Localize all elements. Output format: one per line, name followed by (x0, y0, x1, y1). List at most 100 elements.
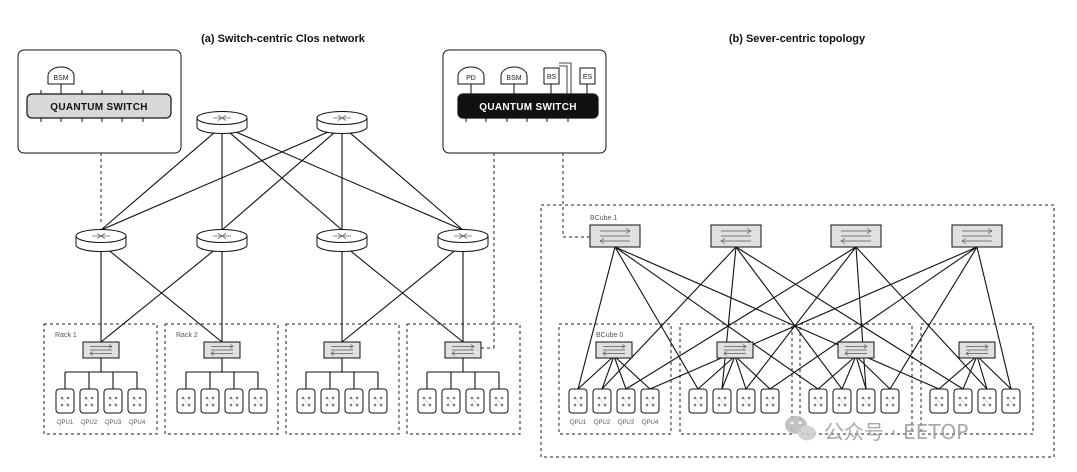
rack-3 (285, 323, 400, 435)
qpu-label: QPU1 (570, 420, 587, 426)
qpu-4 (127, 388, 147, 414)
qpu-label: QPU4 (129, 420, 146, 426)
bcube1-switch-1 (589, 224, 641, 248)
qpu-2 (832, 388, 852, 414)
qpu-4 (248, 388, 268, 414)
quantum-switch-label: QUANTUM SWITCH (50, 102, 148, 113)
tor-switch-3 (323, 341, 361, 359)
quantum-switch-callout-right: PD BSM BS ES QUANTUM SWITCH (442, 49, 607, 154)
qpu-1 (808, 388, 828, 414)
qpu-2 (441, 388, 461, 414)
clos-edges (100, 125, 464, 343)
es-module-label: ES (583, 74, 593, 81)
qpu-1 (417, 388, 437, 414)
qpu-label: QPU2 (81, 420, 98, 426)
aggregation-switch-1 (75, 229, 127, 252)
qpu-3 (224, 388, 244, 414)
rack-1-label: Rack 1 (55, 332, 77, 339)
bcube0-group-2-tree (688, 341, 780, 414)
qpu-2 (712, 388, 732, 414)
qpu-3 (616, 388, 636, 414)
spine-switch-1 (196, 111, 248, 134)
qpu-2 (200, 388, 220, 414)
qpu-1 (296, 388, 316, 414)
wechat-icon (785, 416, 816, 441)
panel-b-title: (b) Sever-centric topology (729, 33, 866, 45)
qpu-3 (103, 388, 123, 414)
aggregation-switch-2 (196, 229, 248, 252)
bcube0-switch-2 (716, 341, 754, 359)
bsm-module-icon-2 (500, 66, 528, 85)
qpu-3 (736, 388, 756, 414)
bcube-0-group-1 (558, 323, 672, 435)
rack-2 (164, 323, 279, 435)
qpu-label: QPU4 (642, 420, 659, 426)
qpu-2 (320, 388, 340, 414)
aggregation-switch-4 (437, 229, 489, 252)
spine-switch-2 (316, 111, 368, 134)
rack-1-tree: QPU1 QPU2 QPU3 QPU4 (55, 341, 147, 426)
qpu-1 (55, 388, 75, 414)
bcube-0-label: BCube 0 (596, 332, 623, 339)
bsm-module-label-2: BSM (506, 75, 521, 82)
qpu-2 (953, 388, 973, 414)
bsm-module-label: BSM (53, 75, 68, 82)
rack-1 (43, 323, 158, 435)
qpu-label: QPU2 (594, 420, 611, 426)
bcube0-switch-3 (837, 341, 875, 359)
bcube0-switch-4 (958, 341, 996, 359)
qpu-4 (368, 388, 388, 414)
rack-3-tree (296, 341, 388, 414)
tor-switch-4 (444, 341, 482, 359)
qpu-3 (977, 388, 997, 414)
qpu-1 (929, 388, 949, 414)
bcube1-switch-4 (951, 224, 1003, 248)
bcube0-group-3-tree (808, 341, 900, 414)
qpu-4 (880, 388, 900, 414)
qpu-3 (856, 388, 876, 414)
bcube0-group-1-tree: QPU1 QPU2 QPU3 QPU4 (568, 341, 660, 426)
watermark: 公众号 · EETOP (785, 416, 968, 444)
bcube-1-region (540, 204, 1055, 458)
qpu-label: QPU3 (105, 420, 122, 426)
bs-module-label: BS (547, 74, 557, 81)
qpu-3 (344, 388, 364, 414)
bcube-0-group-3 (799, 323, 913, 435)
qpu-2 (592, 388, 612, 414)
rack-2-tree (176, 341, 268, 414)
pd-module-label: PD (466, 75, 476, 82)
bcube-level1-edges (577, 246, 1012, 390)
bsm-module-icon (47, 66, 75, 85)
qpu-4 (640, 388, 660, 414)
aggregation-switch-3 (316, 229, 368, 252)
qpu-2 (79, 388, 99, 414)
bcube-0-group-2 (679, 323, 793, 435)
panel-a-title: (a) Switch-centric Clos network (201, 33, 366, 45)
quantum-switch-box (26, 93, 172, 119)
qpu-1 (568, 388, 588, 414)
qpu-label: QPU1 (57, 420, 74, 426)
qpu-label: QPU3 (618, 420, 635, 426)
quantum-switch-callout-left: BSM QUANTUM SWITCH (17, 49, 182, 154)
bcube1-switch-2 (710, 224, 762, 248)
quantum-switch-box-dark (457, 93, 599, 119)
bcube0-group-4-tree (929, 341, 1021, 414)
qpu-1 (176, 388, 196, 414)
rack-4-tree (417, 341, 509, 414)
qpu-4 (760, 388, 780, 414)
quantum-switch-label-dark: QUANTUM SWITCH (479, 102, 577, 113)
watermark-text: 公众号 · EETOP (824, 420, 968, 444)
rack-2-label: Rack 2 (176, 332, 198, 339)
qpu-4 (489, 388, 509, 414)
bcube-0-group-4 (920, 323, 1034, 435)
qpu-4 (1001, 388, 1021, 414)
qpu-1 (688, 388, 708, 414)
pd-module-icon (457, 66, 485, 85)
rack-4 (406, 323, 521, 435)
tor-switch-2 (203, 341, 241, 359)
tor-switch-1 (82, 341, 120, 359)
qpu-3 (465, 388, 485, 414)
bcube-1-label: BCube 1 (590, 215, 617, 222)
bcube0-switch-1 (595, 341, 633, 359)
